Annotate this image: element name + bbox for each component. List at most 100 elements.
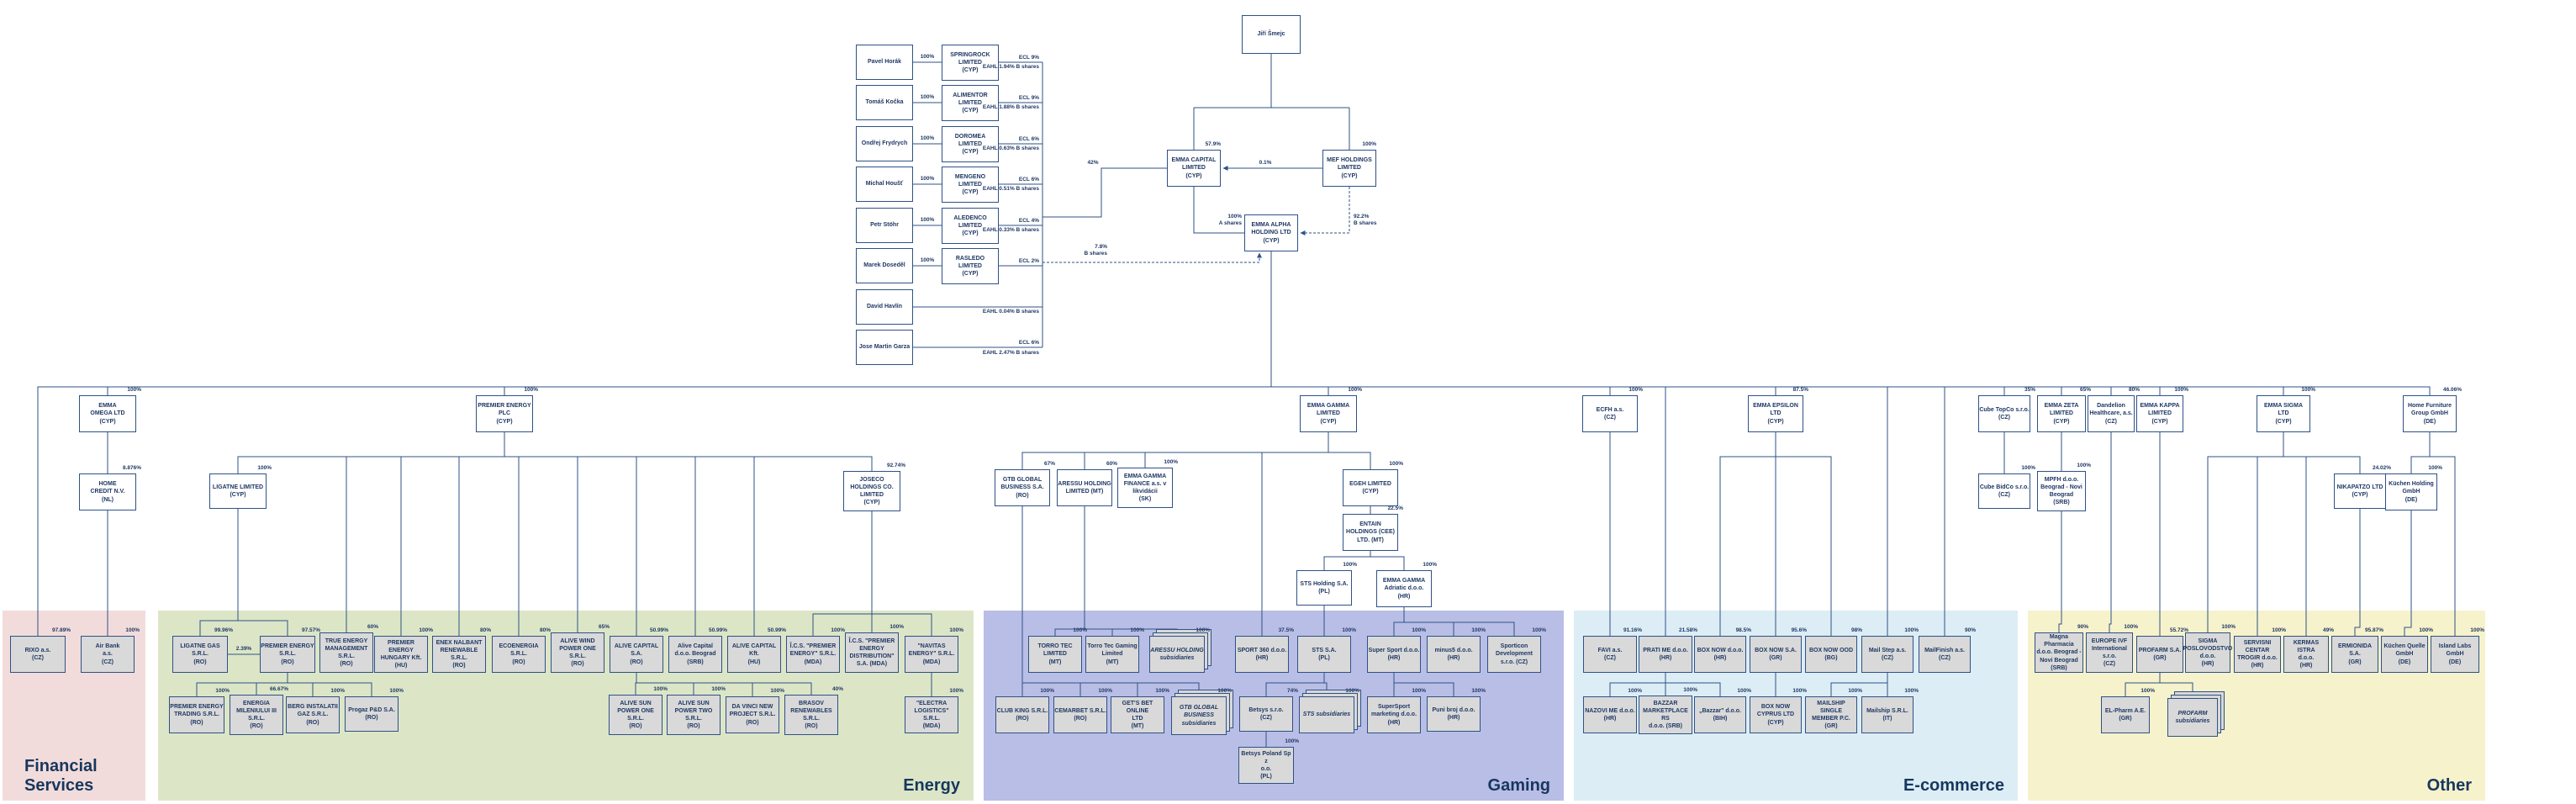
ownership-pct-mailfinish: 90% [1964,627,1976,633]
node-mailfinish: MailFinish a.s. (CZ) [1919,636,1971,673]
node-progaz: Progaz P&D S.A. (RO) [345,696,399,732]
node-minus5: minus5 d.o.o. (HR) [1427,636,1481,673]
node-petr-stohr: Petr Stöhr [856,208,913,243]
node-rixo: RIXO a.s. (CZ) [10,636,66,673]
node-adriatic: EMMA GAMMA Adriatic d.o.o. (HR) [1376,570,1432,607]
node-mailship-srl: Mailship S.R.L. (IT) [1861,696,1914,733]
ownership-pct-sts-holding: 100% [1343,562,1357,568]
share-label-23: 42% [1087,160,1099,166]
node-true-energy: TRUE ENERGY MANAGEMENT S.R.L. (RO) [319,632,373,673]
node-pe-plc: PREMIER ENERGY PLC (CYP) [476,395,533,432]
ownership-pct-mailship-srl: 100% [1904,688,1919,694]
share-label-21: 100% [1362,141,1376,147]
ownership-pct-emma-kappa: 100% [2174,387,2188,393]
node-doromea: DOROMEA LIMITED (CYP) [942,126,999,162]
ownership-pct-torro-gaming: 100% [1130,627,1144,633]
ownership-pct-nazovi: 100% [1628,688,1642,694]
ownership-pct-egeh: 100% [1389,461,1403,467]
ownership-pct-egf: 100% [1164,459,1178,465]
node-davinci: DA VINCI NEW PROJECT S.R.L. (RO) [726,696,779,733]
ownership-pct-brasov: 40% [831,686,843,692]
node-emma-omega: EMMA OMEGA LTD (CYP) [79,395,136,432]
ownership-pct-ligatne-gas: 99.96% [214,627,233,633]
section-label-financial: Financial Services [24,757,98,795]
node-sts-sa: STS S.A. (PL) [1297,636,1351,673]
ownership-pct-prati-me: 21.58% [1678,627,1697,633]
share-label-5: 100% [920,257,935,263]
node-alimentor: ALIMENTOR LIMITED (CYP) [942,85,999,121]
ownership-pct-cube-topco: 35% [2024,387,2035,393]
node-emma-epsilon: EMMA EPSILON LTD (CYP) [1748,395,1803,432]
ownership-pct-torro-tec: 100% [1073,627,1087,633]
node-betsys: Betsys s.r.o. (CZ) [1239,696,1293,732]
node-sporticon: Sporticon Development s.r.o. (CZ) [1487,636,1541,673]
ownership-pct-boxnow-sa: 95.6% [1791,627,1807,633]
ownership-pct-ecoenergia: 80% [539,627,551,633]
ownership-pct-nikapatzo: 24.02% [2372,465,2391,471]
ownership-pct-air-bank: 100% [125,627,140,633]
node-torro-tec: TORRO TEC LIMITED (MT) [1028,636,1082,673]
ownership-pct-gets-bet: 100% [1155,688,1169,694]
node-ics-ped: Î.C.S. "PREMIER ENERGY DISTRIBUTION" S.A… [845,632,899,673]
node-marek-dosedel: Marek Doseděl [856,248,913,283]
node-ecfh: ECFH a.s. (CZ) [1582,395,1638,432]
ownership-pct-navitas: 100% [949,627,963,633]
node-jose-martin-garza: Jose Martin Garza [856,330,913,365]
node-dandelion: Dandelion Healthcare, a.s. (CZ) [2088,395,2135,432]
share-label-17: EAHL 0.04% B shares [982,309,1039,315]
share-label-25: 7.8% B shares [1084,244,1107,257]
ownership-pct-pe-srl: 97.57% [301,627,320,633]
share-label-8: ECL 9% [1018,95,1039,101]
ownership-pct-rixo: 97.89% [51,627,71,633]
ownership-pct-boxnow-ood: 98% [1850,627,1862,633]
ownership-pct-enex: 80% [479,627,491,633]
share-label-0: 100% [920,54,935,60]
ownership-pct-alive-capital-sa: 50.99% [649,627,668,633]
ownership-pct-betsys: 74% [1286,688,1298,694]
ownership-pct-aressu: 60% [1106,461,1117,467]
node-aressu-subs: ARESSU HOLDING subsidiaries [1149,636,1205,673]
node-entain: ENTAIN HOLDINGS (CEE) LTD. (MT) [1343,514,1398,551]
node-electra: "ELECTRA LOGISTICS" S.R.L. (MDA) [905,696,958,733]
ownership-pct-boxnow-doo: 98.5% [1735,627,1751,633]
node-supersport: Super Sport d.o.o. (HR) [1367,636,1421,673]
node-home-credit: HOME CREDIT N.V. (NL) [79,473,136,510]
ownership-pct-puni-broj: 100% [1471,688,1486,694]
node-profarm: PROFARM S.A. (GR) [2136,636,2183,673]
ownership-pct-sts-sa: 100% [1342,627,1356,633]
ownership-pct-sts-subs: 100% [1345,688,1359,694]
node-alive-sun2: ALIVE SUN POWER TWO S.R.L. (RO) [667,695,721,735]
node-berg: BERG INSTALATII GAZ S.R.L. (RO) [286,696,340,733]
node-cemarbet: CEMARBET S.R.L. (RO) [1053,696,1107,733]
ownership-pct-favi: 91.16% [1623,627,1642,633]
ownership-pct-aressu-subs: 100% [1196,627,1210,633]
ownership-pct-emma-gamma: 100% [1348,387,1362,393]
share-label-4: 100% [920,217,935,223]
section-label-ecommerce: E-commerce [1903,776,2004,795]
ownership-pct-cube-bidco: 100% [2021,465,2035,471]
share-label-27: 2.39% [235,646,252,652]
ownership-pct-alive-wind: 65% [598,624,610,630]
node-emma-sigma: EMMA SIGMA LTD (CYP) [2257,395,2310,432]
node-sport360: SPORT 360 d.o.o. (HR) [1235,636,1289,673]
section-label-other: Other [2426,776,2472,795]
ownership-pct-servisni: 100% [2272,627,2286,633]
node-boxnow-doo: BOX NOW d.o.o. (HR) [1694,636,1746,673]
node-torro-gaming: Torro Tec Gaming Limited (MT) [1085,636,1139,673]
node-pe-srl: PREMIER ENERGY S.R.L. (RO) [260,636,315,673]
ownership-pct-entain: 22.5% [1387,505,1403,511]
ownership-pct-mail-step: 100% [1904,627,1919,633]
ownership-pct-gtb-subs: 100% [1217,688,1232,694]
ownership-pct-emma-omega: 100% [127,387,141,393]
ownership-pct-electra: 100% [949,688,963,694]
ownership-pct-mailship-pc: 100% [1848,688,1862,694]
ownership-pct-alive-kft: 50.99% [767,627,786,633]
share-label-11: EAHL 0.63% B shares [982,145,1039,151]
node-puni-broj: Puni broj d.o.o. (HR) [1427,696,1481,732]
share-label-14: ECL 4% [1018,218,1039,224]
node-springrock: SPRINGROCK LIMITED (CYP) [942,45,999,81]
node-prati-me: PRATI ME d.o.o. (HR) [1639,636,1692,673]
node-nazovi: NAZOVI ME d.o.o. (HR) [1583,696,1637,733]
